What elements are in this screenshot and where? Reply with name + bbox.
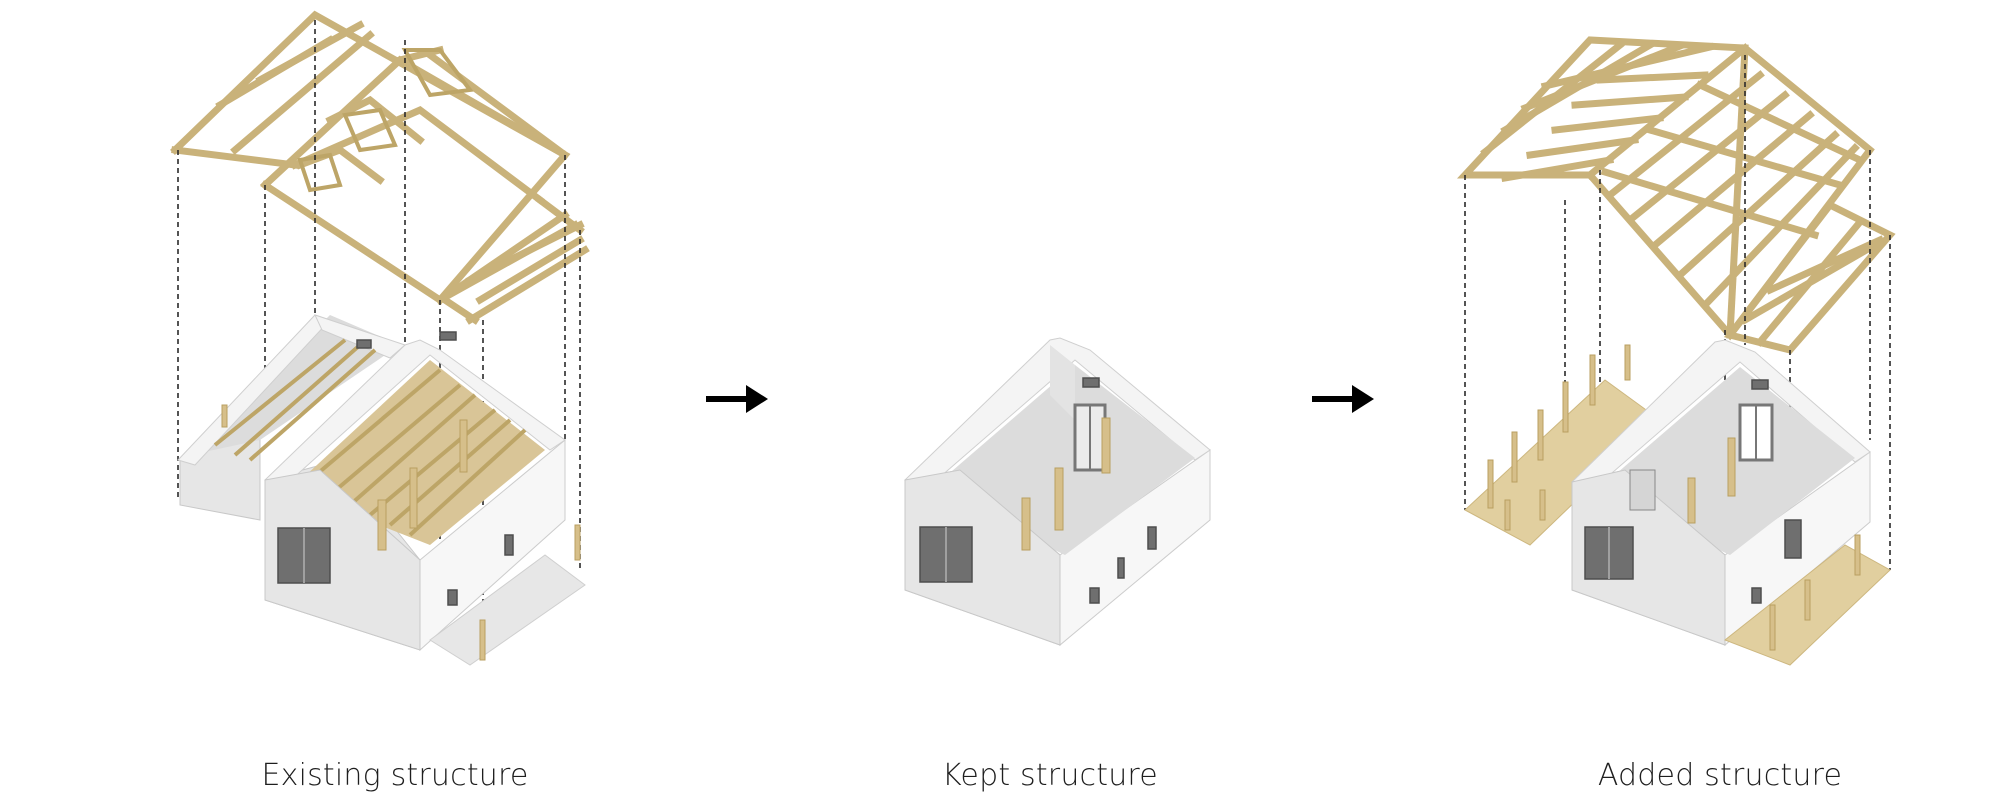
added-posts-left xyxy=(1487,344,1631,531)
kept-structure-model xyxy=(904,337,1211,647)
added-posts-right xyxy=(1769,534,1861,651)
caption-existing: Existing structure xyxy=(261,758,529,793)
arrow-right-icon xyxy=(1312,385,1374,413)
added-roof-frame xyxy=(1456,36,1896,354)
caption-added: Added structure xyxy=(1597,758,1843,793)
existing-roof-frame xyxy=(170,10,590,325)
arrow-right-icon xyxy=(706,385,768,413)
caption-kept: Kept structure xyxy=(942,758,1158,793)
existing-structure-model xyxy=(170,10,590,666)
existing-house-body xyxy=(177,314,586,666)
added-structure-model xyxy=(1456,36,1896,666)
